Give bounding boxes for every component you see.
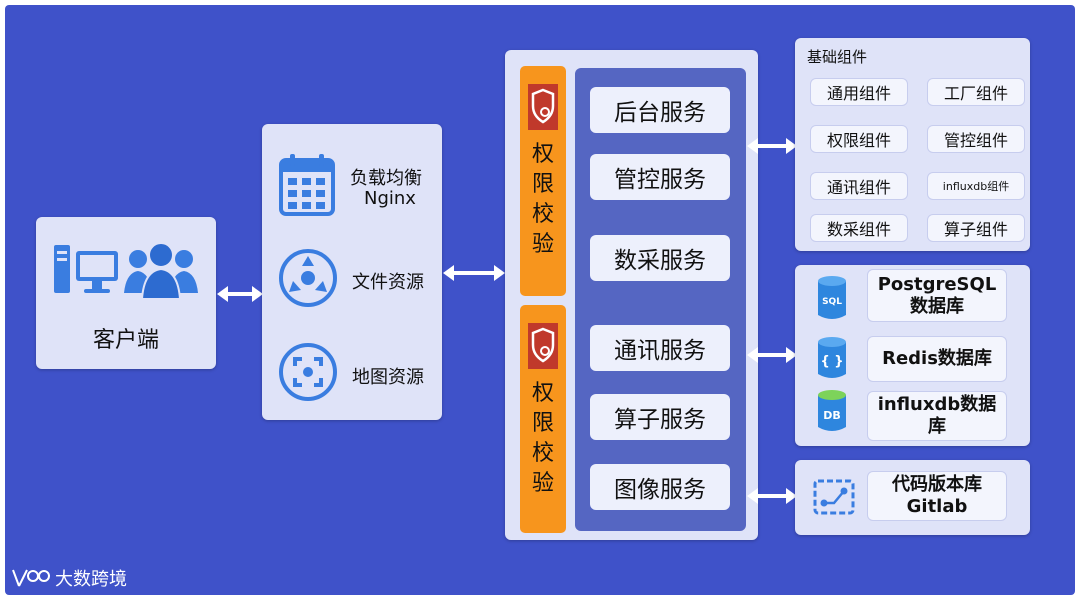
database-redis: Redis数据库 — [867, 336, 1007, 382]
braces-cylinder-icon: { } — [818, 337, 846, 378]
code-repository: 代码版本库 Gitlab — [867, 471, 1007, 521]
component-operator: 算子组件 — [927, 214, 1025, 242]
service-image: 图像服务 — [590, 464, 730, 510]
architecture-diagram: 客户端 负载均衡 Nginx 文件资源 — [5, 5, 1075, 595]
db-cylinder-icon: DB — [818, 390, 846, 431]
gateway-item-map-label: 地图资源 — [352, 367, 424, 388]
bidirectional-arrow — [747, 138, 797, 154]
git-flow-icon — [813, 479, 855, 515]
client-label: 客户端 — [92, 328, 159, 353]
watermark-text: 大数跨境 — [55, 569, 127, 590]
client-panel: 客户端 — [36, 217, 216, 369]
component-data-collection: 数采组件 — [810, 214, 908, 242]
service-control: 管控服务 — [590, 154, 730, 200]
sql-cylinder-icon: SQL — [818, 276, 846, 319]
component-permission: 权限组件 — [810, 125, 908, 153]
auth-check-bar-bottom: 权限校验 — [520, 305, 566, 533]
shield-lock-icon — [528, 323, 558, 369]
gateway-item-nginx-line2: Nginx — [364, 188, 416, 209]
component-influxdb: influxdb组件 — [927, 172, 1025, 200]
service-data-collection: 数采服务 — [590, 235, 730, 281]
components-panel: 基础组件 通用组件 工厂组件 权限组件 管控组件 通讯组件 influxdb组件… — [795, 38, 1030, 251]
bidirectional-arrow — [217, 286, 263, 302]
focus-frame-icon — [279, 343, 337, 401]
database-influxdb: influxdb数据库 — [867, 391, 1007, 441]
shield-lock-icon — [528, 84, 558, 130]
auth-check-bar-top: 权限校验 — [520, 66, 566, 296]
watermark: 大数跨境 — [11, 565, 127, 591]
calendar-grid-icon — [279, 154, 335, 216]
services-panel — [575, 68, 746, 531]
gateway-item-file-label: 文件资源 — [352, 272, 424, 293]
svg-text:{ }: { } — [820, 354, 843, 369]
repo-name: Gitlab — [906, 496, 968, 517]
gateway-panel: 负载均衡 Nginx 文件资源 地图资源 — [262, 124, 442, 420]
service-operator: 算子服务 — [590, 394, 730, 440]
bidirectional-arrow — [443, 265, 505, 281]
component-factory: 工厂组件 — [927, 78, 1025, 106]
component-common: 通用组件 — [810, 78, 908, 106]
brand-logo-icon — [12, 569, 50, 587]
auth-check-label: 权限校验 — [532, 381, 555, 496]
compass-arrows-icon — [279, 249, 337, 307]
bidirectional-arrow — [747, 488, 797, 504]
auth-check-label: 权限校验 — [532, 142, 555, 257]
repo-label: 代码版本库 — [892, 474, 982, 495]
service-backend: 后台服务 — [590, 87, 730, 133]
service-communication: 通讯服务 — [590, 325, 730, 371]
svg-text:DB: DB — [823, 409, 841, 422]
database-postgresql: PostgreSQL数据库 — [867, 269, 1007, 322]
computer-icon — [54, 245, 118, 293]
component-control: 管控组件 — [927, 125, 1025, 153]
components-title: 基础组件 — [807, 48, 868, 66]
bidirectional-arrow — [747, 347, 797, 363]
component-communication: 通讯组件 — [810, 172, 908, 200]
svg-text:SQL: SQL — [822, 297, 842, 307]
users-icon — [124, 242, 198, 300]
gateway-item-nginx-line1: 负载均衡 — [350, 168, 422, 189]
